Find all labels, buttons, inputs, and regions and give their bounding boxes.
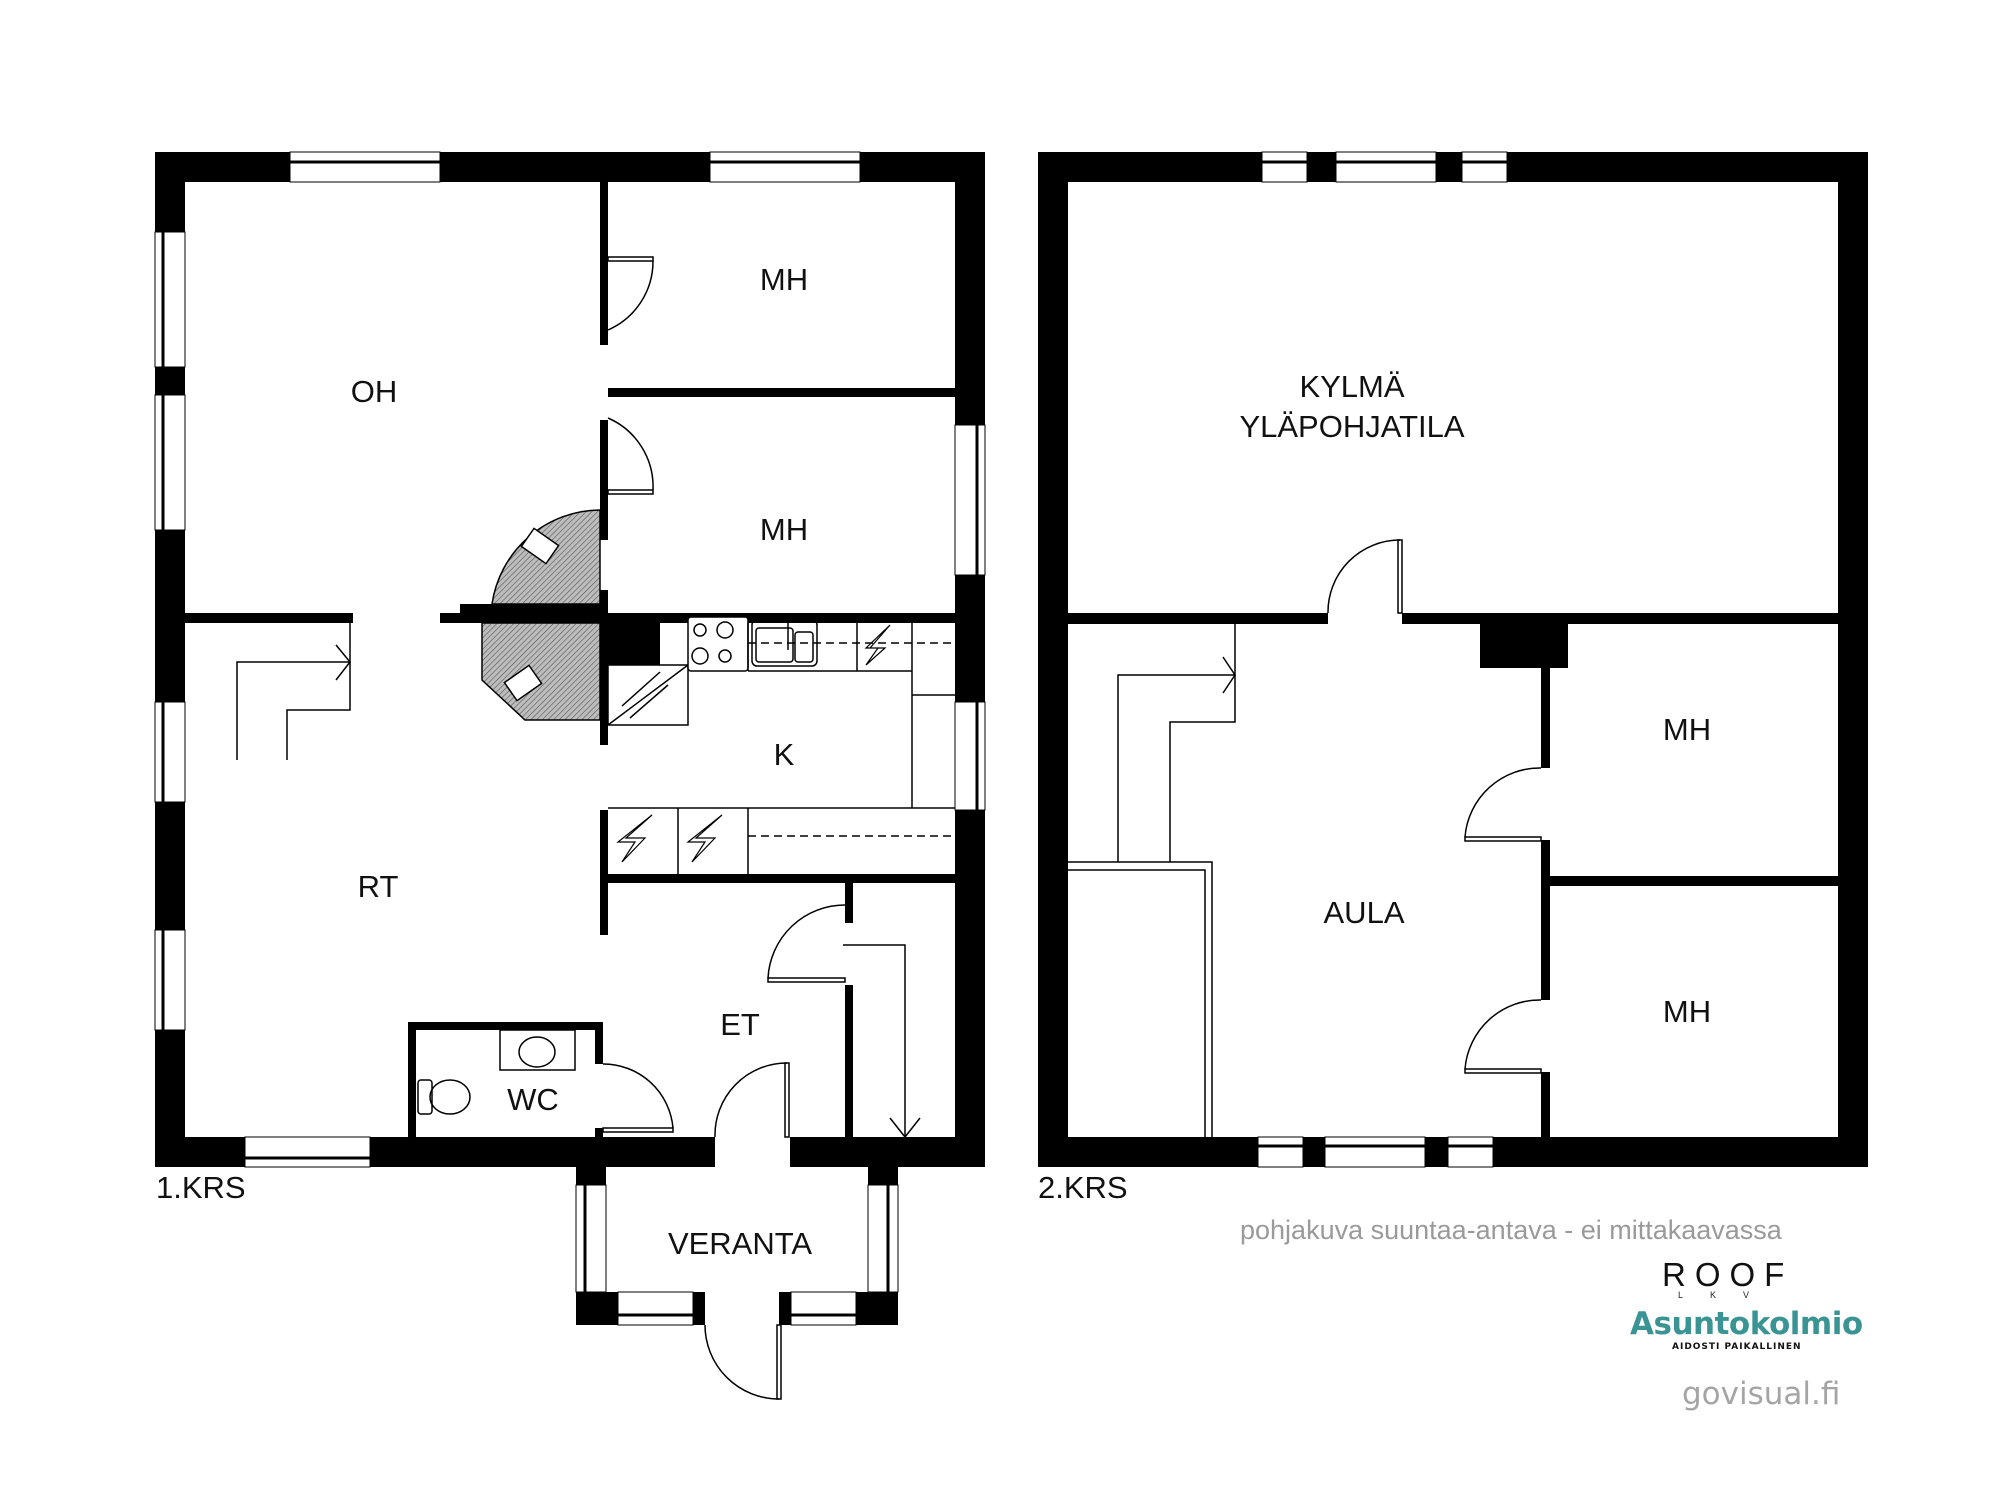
disclaimer-text: pohjakuva suuntaa-antava - ei mittakaava… bbox=[1240, 1215, 1782, 1245]
brand-tagline: AIDOSTI PAIKALLINEN bbox=[1672, 1342, 1802, 1352]
room-label-mh-2: MH bbox=[759, 512, 809, 547]
window-icon bbox=[954, 424, 986, 811]
floor-1-plan bbox=[154, 151, 986, 1400]
room-label-aula: AULA bbox=[1323, 895, 1405, 930]
door-icon bbox=[767, 904, 921, 1139]
window-icon bbox=[1257, 151, 1508, 1168]
room-label-et: ET bbox=[720, 1007, 760, 1042]
room-label-mh-3: MH bbox=[1662, 712, 1712, 747]
room-label-rt: RT bbox=[357, 869, 399, 904]
wc-room bbox=[408, 1022, 674, 1137]
stairs-icon bbox=[236, 623, 351, 760]
window-icon bbox=[289, 151, 861, 183]
room-label-mh-1: MH bbox=[759, 262, 809, 297]
floor-2-plan bbox=[1038, 151, 1868, 1168]
entrance-door-icon bbox=[714, 1062, 790, 1138]
room-label-attic-line2: YLÄPOHJATILA bbox=[1239, 409, 1465, 444]
window-icon bbox=[244, 1136, 371, 1168]
room-label-mh-4: MH bbox=[1662, 994, 1712, 1029]
veranda bbox=[575, 1167, 899, 1400]
room-label-veranta: VERANTA bbox=[667, 1226, 813, 1261]
room-label-k: K bbox=[773, 737, 795, 772]
room-label-wc: WC bbox=[507, 1082, 559, 1117]
floor-2-label: 2.KRS bbox=[1038, 1170, 1128, 1205]
roof-logo: ROOF bbox=[1662, 1256, 1794, 1293]
kitchen-fixtures bbox=[607, 616, 955, 874]
sink-icon bbox=[499, 1029, 576, 1071]
asuntokolmio-logo: Asuntokolmio bbox=[1630, 1306, 1863, 1342]
room-label-oh: OH bbox=[350, 374, 398, 409]
roof-logo-sub: LKV bbox=[1678, 1290, 1777, 1300]
door-icon bbox=[602, 1063, 674, 1129]
floor-1-label: 1.KRS bbox=[156, 1170, 246, 1205]
door-icon bbox=[607, 256, 654, 495]
fireplace-icon bbox=[481, 509, 601, 721]
door-icon bbox=[1327, 539, 1542, 1074]
window-icon bbox=[154, 231, 186, 1031]
stairs-icon bbox=[1068, 624, 1236, 1137]
room-label-attic: KYLMÄ YLÄPOHJATILA bbox=[1239, 367, 1464, 447]
toilet-icon bbox=[417, 1079, 433, 1115]
govisual-watermark: govisual.fi bbox=[1682, 1376, 1841, 1412]
room-label-attic-line1: KYLMÄ bbox=[1299, 369, 1405, 404]
